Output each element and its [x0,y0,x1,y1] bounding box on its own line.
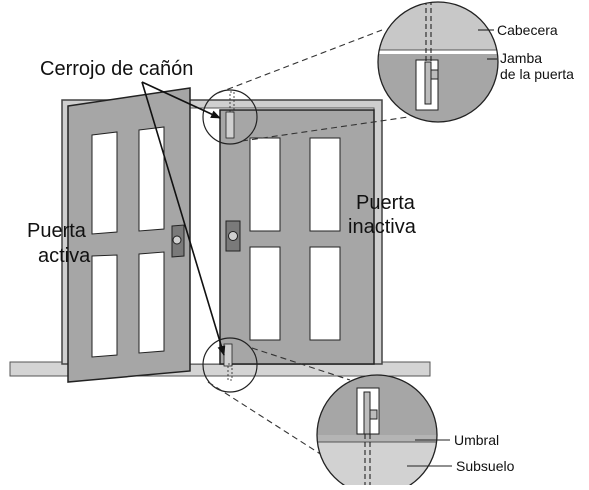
label-leader-lines [407,29,497,467]
subfloor-label: Subsuelo [456,458,515,474]
bottom-magnified-view [316,374,438,490]
bottom-bolt-callout-circle [202,337,258,393]
subfloor-band [317,442,437,490]
glass-pane [249,246,281,341]
inactive-door [219,91,375,381]
barrel-bolt-label: Cerrojo de cañón [40,58,193,80]
glass-pane [91,254,118,358]
glass-pane [309,137,341,232]
active-door-label: Puerta activa [27,220,92,267]
bolt-top-small [225,91,235,139]
bolt-knob [430,69,439,80]
barrel-bolt-arrow-bottom [141,81,226,356]
magnifier-leader-lines [207,29,409,456]
bolt-rod [363,391,371,435]
top-magnified-view [377,1,499,123]
inactive-door-handle [225,220,241,252]
active-door-handle [171,224,185,258]
top-bolt-callout-circle [202,89,258,145]
bolt-rod [424,61,432,105]
header-label: Cabecera [497,22,558,38]
glass-pane [138,251,165,354]
door-jamb-label: Jamba de la puerta [500,50,574,82]
glass-pane [91,131,118,235]
threshold-label: Umbral [454,432,499,448]
active-door [67,87,191,383]
threshold-band [317,435,437,442]
glass-pane [249,137,281,232]
glass-pane [309,246,341,341]
bolt-knob [369,409,378,420]
barrel-bolt-arrow-top [141,81,221,119]
inactive-door-label: Puerta inactiva [348,192,421,238]
